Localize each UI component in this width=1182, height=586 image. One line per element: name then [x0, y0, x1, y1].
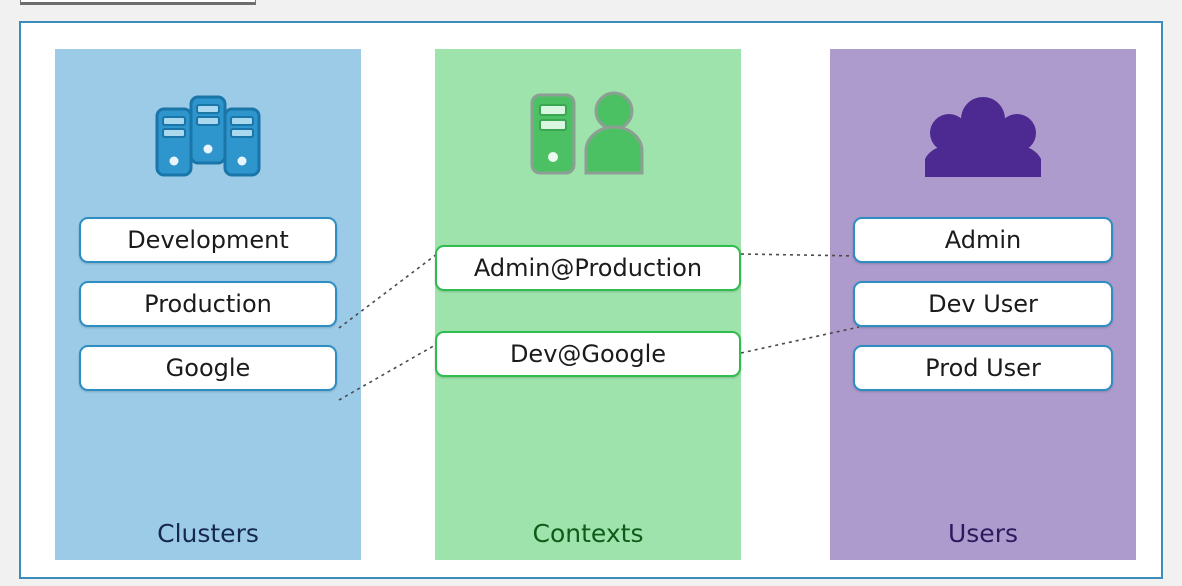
user-node-dev-user[interactable]: Dev User — [853, 281, 1113, 327]
kubeconfig-diagram: Development Production Google Clusters — [21, 23, 1161, 577]
user-node-prod-user[interactable]: Prod User — [853, 345, 1113, 391]
servers-icon — [55, 49, 361, 217]
server-and-user-icon — [435, 49, 741, 217]
user-node-admin[interactable]: Admin — [853, 217, 1113, 263]
column-label-contexts: Contexts — [532, 519, 644, 548]
column-label-users: Users — [947, 519, 1018, 548]
context-node-dev-google[interactable]: Dev@Google — [435, 331, 741, 377]
column-label-clusters: Clusters — [157, 519, 259, 548]
node-label: Production — [144, 290, 272, 318]
clusters-node-list: Development Production Google — [55, 217, 361, 391]
context-node-admin-production[interactable]: Admin@Production — [435, 245, 741, 291]
node-label: Dev@Google — [509, 340, 667, 368]
node-label: Google — [165, 354, 251, 382]
cluster-node-development[interactable]: Development — [79, 217, 337, 263]
column-users: Admin Dev User Prod User Users — [830, 49, 1136, 560]
toolbar-strip-partial — [20, 0, 256, 5]
cluster-node-google[interactable]: Google — [79, 345, 337, 391]
users-group-icon — [830, 49, 1136, 217]
node-label: Admin — [944, 226, 1022, 254]
cluster-node-production[interactable]: Production — [79, 281, 337, 327]
node-label: Dev User — [928, 290, 1038, 318]
node-label: Prod User — [925, 354, 1041, 382]
column-contexts: Admin@Production Dev@Google Contexts — [435, 49, 741, 560]
node-label: Development — [127, 226, 289, 254]
column-clusters: Development Production Google Clusters — [55, 49, 361, 560]
contexts-node-list: Admin@Production Dev@Google — [435, 245, 741, 377]
diagram-frame: Development Production Google Clusters — [19, 21, 1163, 579]
node-label: Admin@Production — [473, 254, 703, 282]
users-node-list: Admin Dev User Prod User — [830, 217, 1136, 391]
